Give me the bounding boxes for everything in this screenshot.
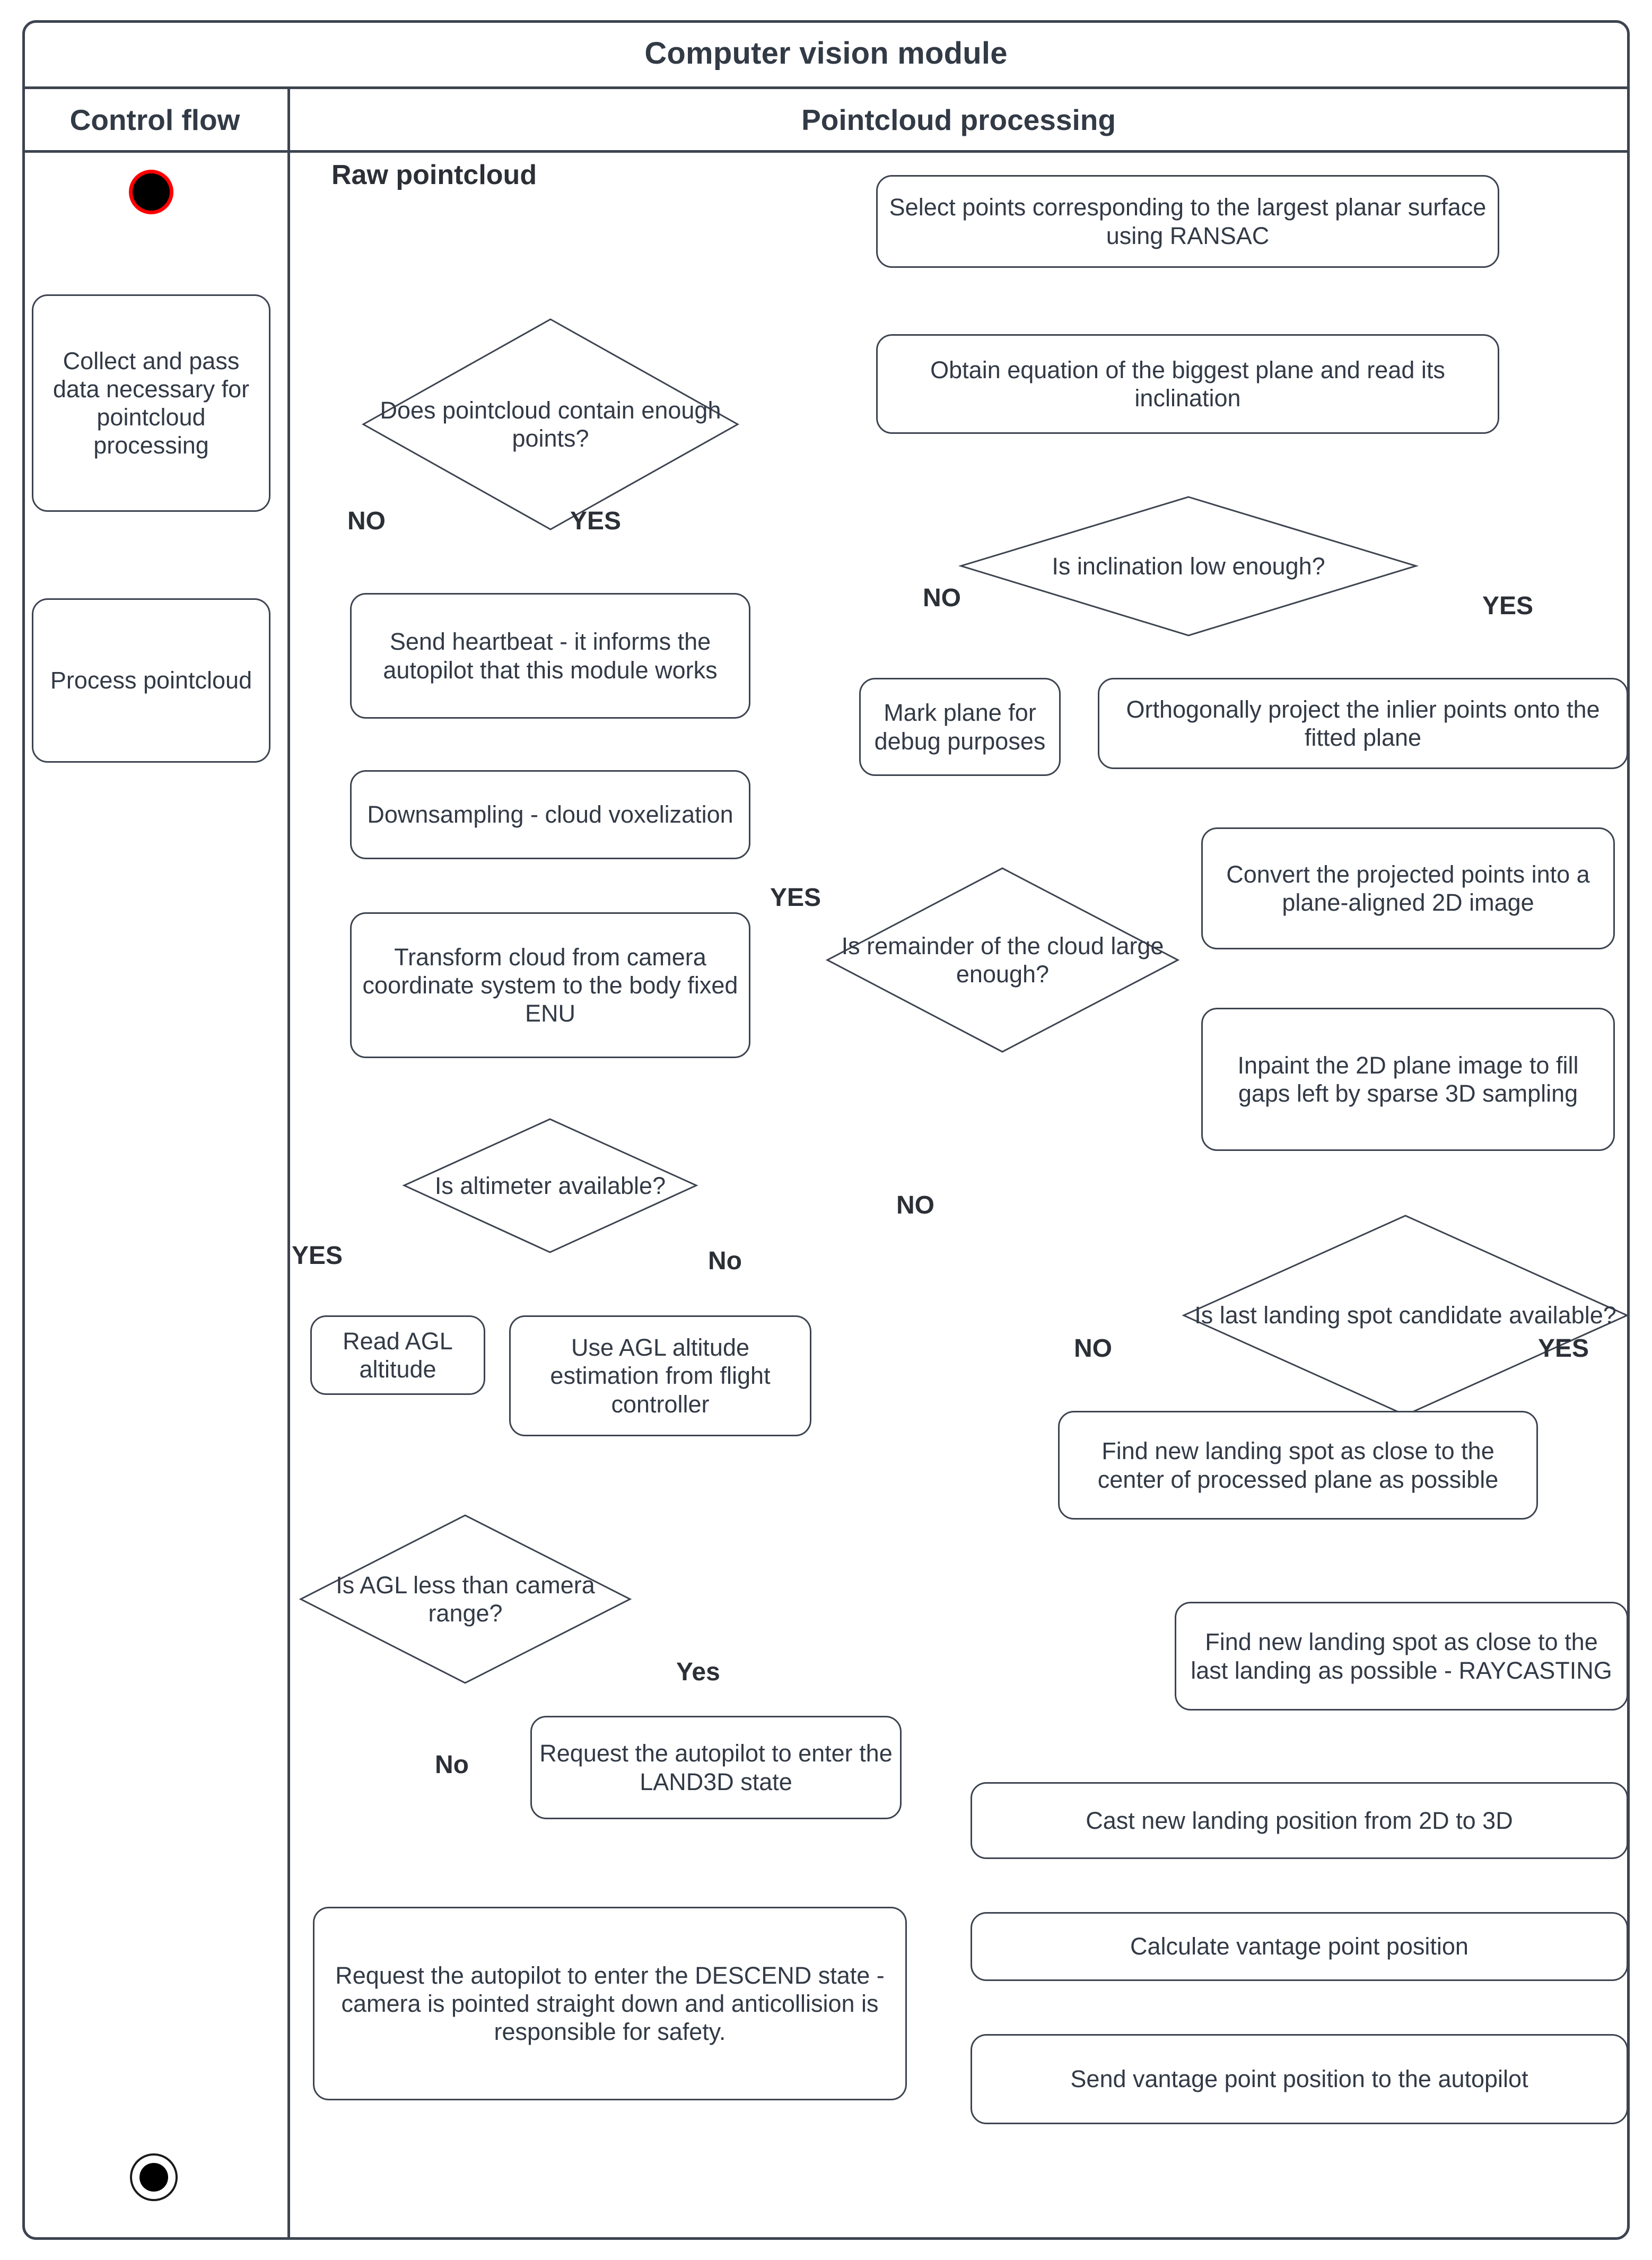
action-label: Request the autopilot to enter the LAND3… <box>539 1740 893 1795</box>
action-label: Obtain equation of the biggest plane and… <box>930 356 1445 412</box>
decision-enough-points[interactable]: Does pointcloud contain enough points? <box>362 318 739 530</box>
action-obtain-plane-equation[interactable]: Obtain equation of the biggest plane and… <box>876 334 1499 434</box>
edge-label-remainder-no: NO <box>896 1191 934 1219</box>
action-calculate-vantage-point[interactable]: Calculate vantage point position <box>971 1912 1628 1981</box>
lane-divider <box>287 89 290 2240</box>
edge-label-last-landing-yes: YES <box>1538 1334 1589 1363</box>
action-label: Use AGL altitude estimation from flight … <box>550 1334 771 1418</box>
edge-label-last-landing-no: NO <box>1074 1334 1112 1363</box>
action-label: Process pointcloud <box>50 667 252 694</box>
action-process-pointcloud[interactable]: Process pointcloud <box>32 598 270 763</box>
action-send-vantage-point[interactable]: Send vantage point position to the autop… <box>971 2034 1628 2124</box>
edge-label-remainder-yes: YES <box>770 884 821 912</box>
decision-inclination-low[interactable]: Is inclination low enough? <box>960 496 1417 636</box>
edge-label-altimeter-yes: YES <box>292 1242 343 1270</box>
decision-altimeter-available[interactable]: Is altimeter available? <box>403 1118 697 1253</box>
action-label: Send vantage point position to the autop… <box>1070 2065 1528 2093</box>
action-downsampling[interactable]: Downsampling - cloud voxelization <box>350 770 750 859</box>
action-label: Send heartbeat - it informs the autopilo… <box>383 628 718 684</box>
edge-label-inclination-no: NO <box>923 584 961 612</box>
action-label: Transform cloud from camera coordinate s… <box>362 943 738 1027</box>
action-label: Downsampling - cloud voxelization <box>367 801 733 828</box>
action-request-descend[interactable]: Request the autopilot to enter the DESCE… <box>313 1907 907 2100</box>
lane-label-pointcloud-processing: Pointcloud processing <box>801 103 1116 136</box>
action-label: Select points corresponding to the large… <box>889 194 1487 249</box>
decision-last-landing-spot[interactable]: Is last landing spot candidate available… <box>1183 1215 1628 1416</box>
action-mark-plane-debug[interactable]: Mark plane for debug purposes <box>859 678 1061 776</box>
page-title: Computer vision module <box>644 36 1008 71</box>
edge-label-agl-range-no: No <box>435 1751 469 1779</box>
action-read-agl-altitude[interactable]: Read AGL altitude <box>310 1315 485 1395</box>
end-node <box>130 2153 178 2201</box>
action-inpaint-2d[interactable]: Inpaint the 2D plane image to fill gaps … <box>1201 1008 1615 1151</box>
action-label: Find new landing spot as close to the la… <box>1191 1628 1612 1684</box>
action-collect-pass-data[interactable]: Collect and pass data necessary for poin… <box>32 294 270 512</box>
edge-label-agl-range-yes: Yes <box>676 1658 720 1686</box>
action-label: Calculate vantage point position <box>1130 1933 1469 1960</box>
action-label: Find new landing spot as close to the ce… <box>1097 1437 1499 1493</box>
action-select-points-ransac[interactable]: Select points corresponding to the large… <box>876 175 1499 268</box>
edge-label-inclination-yes: YES <box>1482 592 1534 620</box>
edge-label-altimeter-no: No <box>708 1247 742 1275</box>
action-label: Read AGL altitude <box>343 1327 453 1383</box>
action-convert-2d-image[interactable]: Convert the projected points into a plan… <box>1201 827 1615 949</box>
lane-label-control-flow: Control flow <box>69 103 240 136</box>
action-label: Cast new landing position from 2D to 3D <box>1086 1807 1513 1834</box>
annotation-raw-pointcloud: Raw pointcloud <box>331 160 537 190</box>
action-label: Inpaint the 2D plane image to fill gaps … <box>1237 1051 1579 1107</box>
lane-header-control-flow: Control flow <box>22 89 287 153</box>
start-node <box>129 170 173 214</box>
action-request-land3d[interactable]: Request the autopilot to enter the LAND3… <box>530 1716 902 1819</box>
decision-remainder-large[interactable]: Is remainder of the cloud large enough? <box>826 867 1179 1053</box>
action-cast-2d-to-3d[interactable]: Cast new landing position from 2D to 3D <box>971 1782 1628 1859</box>
lane-header-pointcloud-processing: Pointcloud processing <box>287 89 1630 153</box>
action-find-spot-raycasting[interactable]: Find new landing spot as close to the la… <box>1175 1602 1628 1711</box>
action-transform-cloud[interactable]: Transform cloud from camera coordinate s… <box>350 912 750 1058</box>
edge-label-enough-points-yes: YES <box>570 507 622 535</box>
action-orthogonal-project[interactable]: Orthogonally project the inlier points o… <box>1098 678 1628 769</box>
diagram-title-bar: Computer vision module <box>22 20 1630 89</box>
action-send-heartbeat[interactable]: Send heartbeat - it informs the autopilo… <box>350 593 750 719</box>
action-label: Orthogonally project the inlier points o… <box>1126 695 1600 751</box>
action-label: Convert the projected points into a plan… <box>1226 860 1590 916</box>
decision-agl-less-than-camera-range[interactable]: Is AGL less than camera range? <box>300 1514 631 1684</box>
action-label: Mark plane for debug purposes <box>874 699 1046 755</box>
action-find-spot-center[interactable]: Find new landing spot as close to the ce… <box>1058 1411 1538 1520</box>
action-label: Request the autopilot to enter the DESCE… <box>335 1961 885 2046</box>
edge-label-enough-points-no: NO <box>347 507 386 535</box>
action-use-agl-estimation[interactable]: Use AGL altitude estimation from flight … <box>509 1315 811 1436</box>
action-label: Collect and pass data necessary for poin… <box>53 347 250 459</box>
